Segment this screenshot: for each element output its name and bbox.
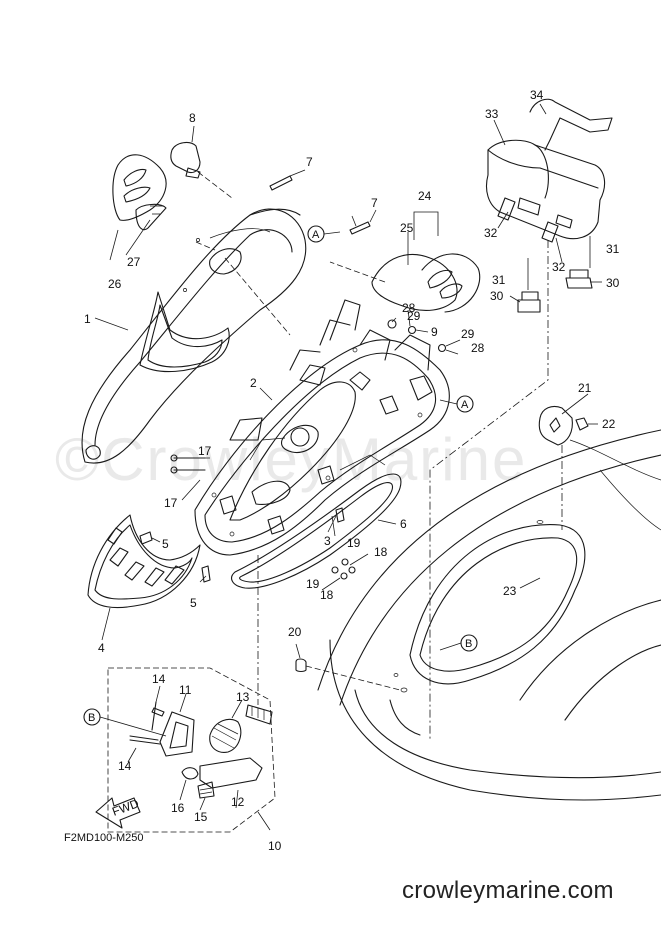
latch-assembly [99, 555, 276, 833]
callout-11: 11 [179, 683, 192, 697]
callout-29: 29 [407, 309, 421, 323]
front-grille [87, 514, 201, 609]
callout-7b: 7 [371, 196, 378, 210]
site-url: crowleymarine.com [402, 877, 614, 904]
callout-15: 15 [194, 810, 208, 824]
callout-6: 6 [400, 517, 407, 531]
forward-arrow: FWD [95, 796, 141, 829]
callout-24: 24 [418, 189, 432, 203]
right-vent-assembly [329, 211, 481, 313]
callout-31: 31 [492, 273, 506, 287]
callout-10: 10 [268, 839, 282, 853]
callout-29b: 29 [461, 327, 475, 341]
hood-gasket [231, 473, 402, 589]
callout-1: 1 [84, 312, 91, 326]
callout-31b: 31 [606, 242, 620, 256]
callout-32: 32 [484, 226, 498, 240]
part-7-strips [269, 169, 377, 235]
callout-18: 18 [374, 545, 388, 559]
part-8-bracket [170, 125, 233, 199]
callout-2: 2 [250, 376, 257, 390]
ref-b-right: B [465, 638, 472, 650]
callout-17: 17 [198, 444, 212, 458]
callout-22: 22 [602, 417, 616, 431]
callout-34: 34 [530, 88, 544, 102]
callout-8: 8 [189, 111, 196, 125]
callout-5b: 5 [190, 596, 197, 610]
callout-3: 3 [324, 534, 331, 548]
callout-5: 5 [162, 537, 169, 551]
callout-28b: 28 [471, 341, 485, 355]
callout-23: 23 [503, 584, 517, 598]
fwd-label: FWD [110, 796, 141, 819]
callout-25: 25 [400, 221, 414, 235]
callout-21: 21 [578, 381, 592, 395]
part-21-fitting [538, 405, 589, 530]
callout-17b: 17 [164, 496, 178, 510]
storage-bag-assembly [429, 98, 613, 740]
figure-code: F2MD100-M250 [64, 832, 144, 844]
callout-30: 30 [490, 289, 504, 303]
callout-numbers: 1 2 3 4 5 5 6 7 7 8 9 10 11 12 13 14 14 … [84, 88, 620, 853]
fasteners [139, 319, 447, 691]
hull-deck [317, 429, 661, 801]
callout-7: 7 [306, 155, 313, 169]
ref-b-left: B [88, 712, 95, 724]
callout-19: 19 [347, 536, 361, 550]
callout-33: 33 [485, 107, 499, 121]
ref-a-right: A [461, 399, 469, 411]
callout-30b: 30 [606, 276, 620, 290]
callout-20: 20 [288, 625, 302, 639]
front-cover [81, 208, 307, 464]
callout-4: 4 [98, 641, 105, 655]
ref-a-top: A [312, 229, 320, 241]
callout-13: 13 [236, 690, 250, 704]
callout-26: 26 [108, 277, 122, 291]
callout-12: 12 [231, 795, 245, 809]
callout-14b: 14 [118, 759, 132, 773]
callout-27: 27 [127, 255, 141, 269]
leader-lines [94, 103, 602, 831]
callout-16: 16 [171, 801, 185, 815]
watermark: ©CrowleyMarine [55, 426, 527, 493]
callout-32b: 32 [552, 260, 566, 274]
left-vent-assembly [109, 154, 167, 261]
callout-19b: 19 [306, 577, 320, 591]
callout-14: 14 [152, 672, 166, 686]
storage-hood [194, 299, 450, 556]
callout-18b: 18 [320, 588, 334, 602]
callout-28: 28 [402, 301, 416, 315]
reference-markers: A A B B [83, 225, 478, 726]
callout-9: 9 [431, 325, 438, 339]
